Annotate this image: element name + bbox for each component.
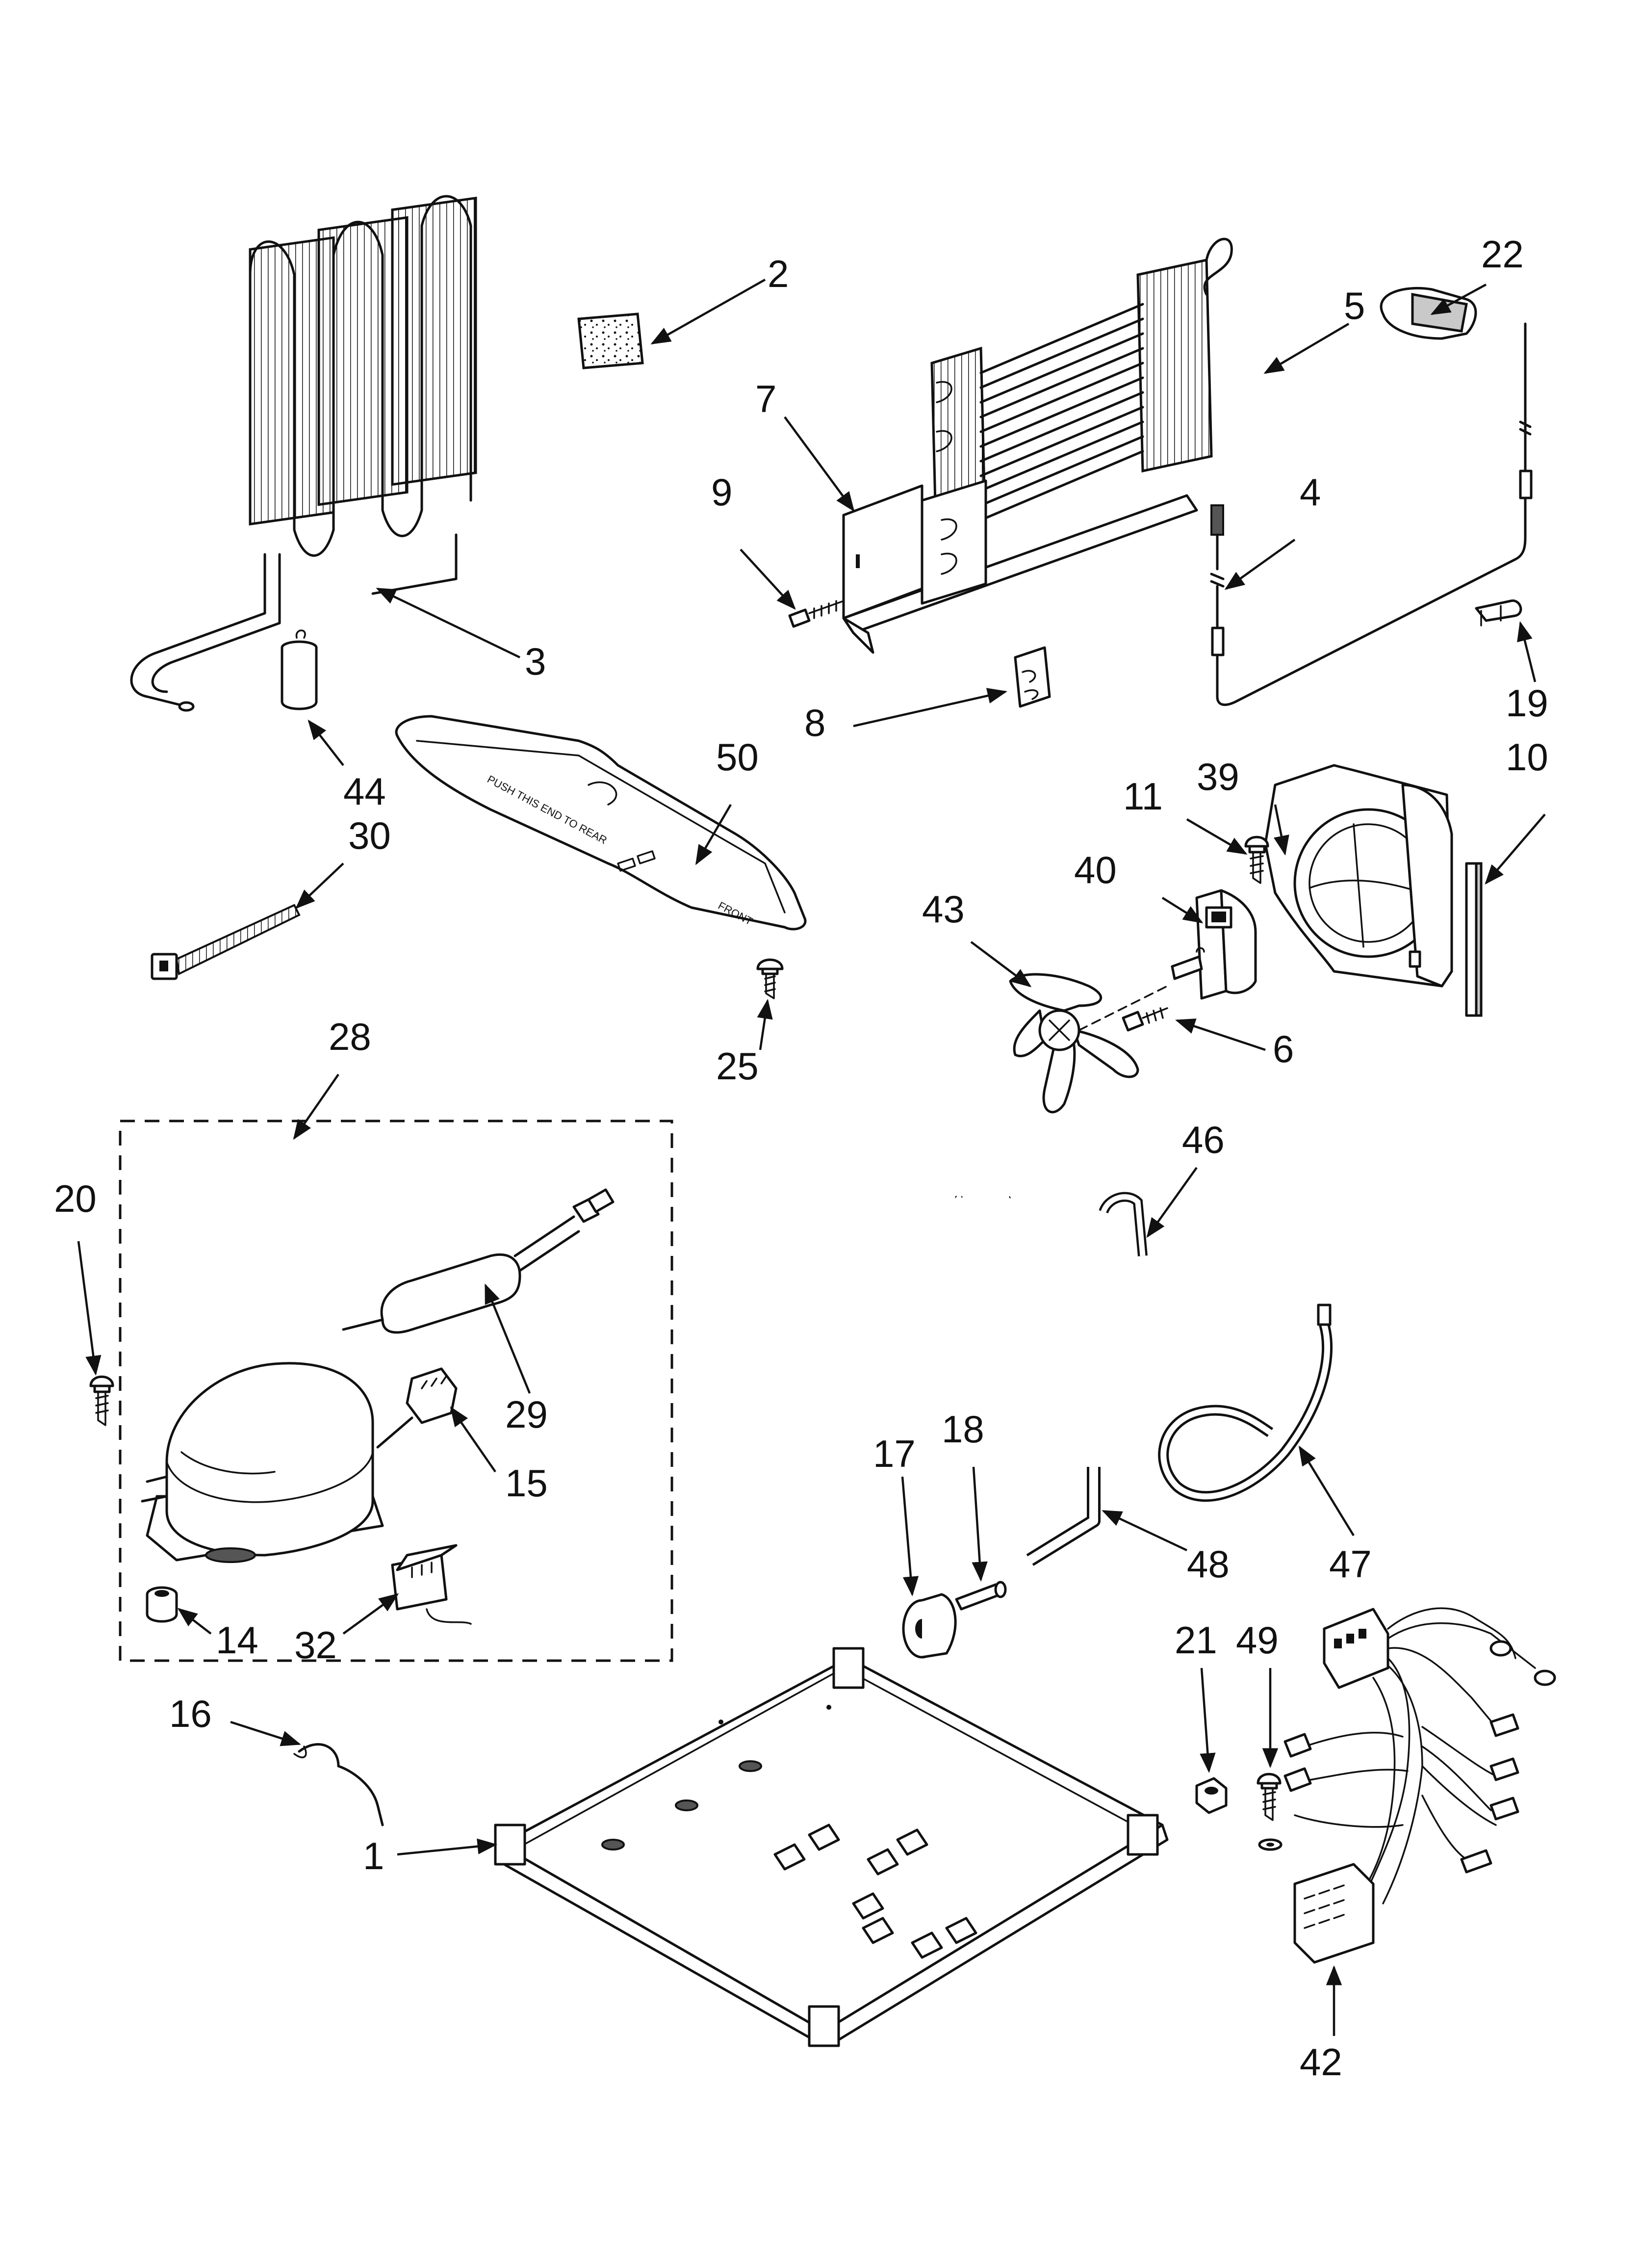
- fan-blade: [1009, 973, 1139, 1114]
- callout-50: 50: [716, 735, 759, 779]
- callout-5: 5: [1344, 284, 1365, 327]
- callout-8: 8: [804, 701, 825, 744]
- callout-1: 1: [363, 1834, 384, 1877]
- clip-19: [1475, 600, 1522, 626]
- insulation-pad: [577, 313, 644, 369]
- condenser-coil: [130, 195, 477, 712]
- compressor: [141, 1362, 384, 1563]
- base-frame: [494, 1647, 1169, 2047]
- start-relay: [376, 1367, 458, 1449]
- callout-25: 25: [716, 1044, 759, 1088]
- callout-47: 47: [1329, 1542, 1372, 1586]
- callout-10: 10: [1506, 735, 1548, 779]
- gasket-strip-10: [1465, 862, 1483, 1017]
- screw-25: [756, 958, 784, 999]
- callout-40: 40: [1074, 848, 1117, 891]
- overload-protector: [391, 1544, 472, 1625]
- filter-drier: [342, 1188, 615, 1334]
- callout-21: 21: [1175, 1618, 1217, 1662]
- screw-6: [1122, 1007, 1168, 1032]
- roller-pin: [955, 1581, 1007, 1611]
- tube-48: [1026, 1467, 1101, 1566]
- grommet: [146, 1586, 178, 1623]
- callout-22: 22: [1481, 233, 1524, 276]
- callout-4: 4: [1300, 470, 1321, 514]
- evaporator: [842, 237, 1233, 654]
- defrost-heater-wire: [1210, 322, 1533, 706]
- callout-46: 46: [1182, 1118, 1225, 1161]
- drain-tube-46: [904, 1191, 1148, 1307]
- screw-11: [1244, 835, 1269, 884]
- cap-22: [1380, 287, 1477, 340]
- callout-7: 7: [755, 377, 776, 420]
- compressor-kit-box: [119, 1120, 673, 1662]
- capacitor-44: [281, 629, 318, 710]
- clip-8: [1014, 646, 1051, 708]
- callout-20: 20: [54, 1177, 97, 1220]
- evaporator-bracket: [842, 484, 924, 620]
- callout-39: 39: [1197, 755, 1239, 798]
- screw-20: [89, 1375, 114, 1426]
- callout-42: 42: [1300, 2040, 1342, 2084]
- callout-30: 30: [348, 814, 391, 857]
- callout-6: 6: [1273, 1027, 1294, 1070]
- cable-tie: [151, 904, 301, 980]
- roller: [902, 1593, 957, 1659]
- callout-29: 29: [505, 1393, 548, 1436]
- callout-15: 15: [505, 1461, 548, 1505]
- callout-19: 19: [1506, 681, 1548, 725]
- nut-21: [1195, 1777, 1228, 1814]
- screw-9: [788, 600, 845, 628]
- hose-47: [1158, 1303, 1333, 1502]
- leader-arrows: [77, 279, 1546, 2036]
- callout-16: 16: [169, 1692, 212, 1735]
- screw-49: [1257, 1773, 1283, 1851]
- wire-16: [293, 1743, 384, 1826]
- callout-44: 44: [343, 770, 386, 813]
- callout-18: 18: [942, 1408, 984, 1451]
- callout-48: 48: [1187, 1542, 1230, 1586]
- callout-3: 3: [525, 640, 546, 683]
- fan-shroud: [1264, 764, 1453, 988]
- callout-49: 49: [1236, 1618, 1279, 1662]
- callout-43: 43: [922, 887, 965, 931]
- drain-pan: PUSH THIS END TO REAR FRONT: [395, 715, 807, 931]
- callout-labels: 1 2 3 4 5 6 7 8 9 10 11 14 15 16 17 18 1…: [54, 233, 1548, 2084]
- callout-28: 28: [329, 1015, 371, 1058]
- callout-9: 9: [711, 470, 732, 514]
- callout-17: 17: [873, 1432, 916, 1475]
- callout-32: 32: [294, 1623, 337, 1667]
- callout-14: 14: [216, 1618, 258, 1662]
- shaft-alignment-line: [1078, 985, 1168, 1031]
- fan-motor: [1171, 889, 1257, 1000]
- callout-2: 2: [768, 252, 789, 295]
- wire-harness: [1283, 1607, 1556, 1964]
- callout-11: 11: [1123, 775, 1163, 818]
